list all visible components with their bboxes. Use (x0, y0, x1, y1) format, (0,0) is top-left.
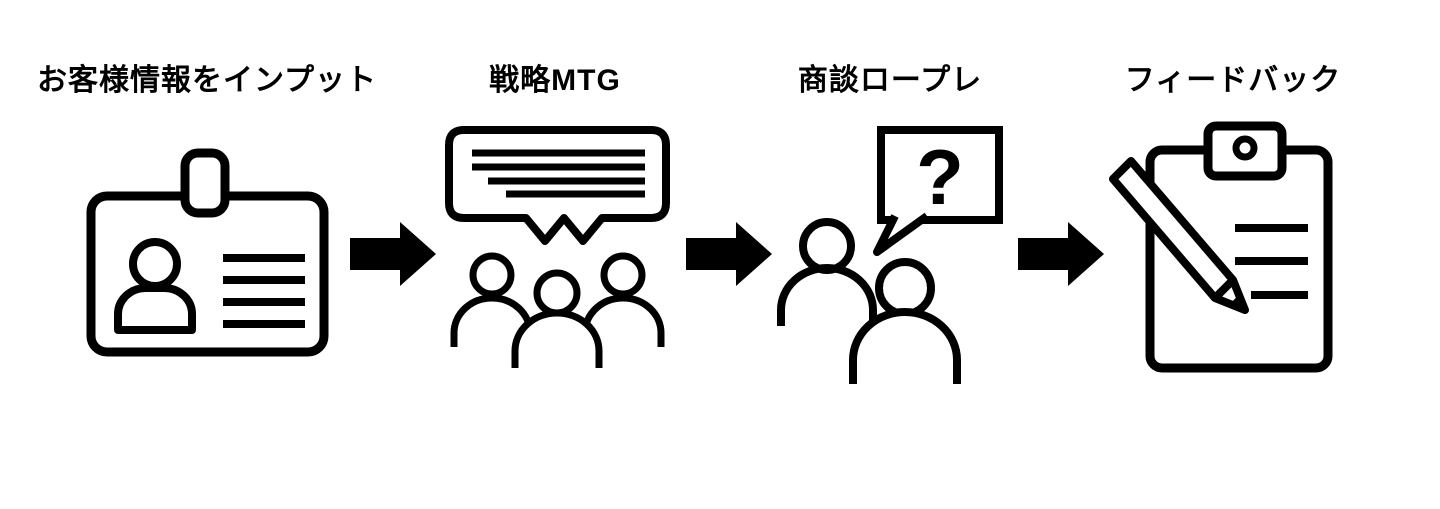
card-text-lines (223, 254, 305, 328)
step-title-customer-input: お客様情報をインプット (36, 64, 378, 97)
arrow-right-icon (350, 222, 436, 286)
step-title-feedback: フィードバック (1124, 64, 1342, 97)
id-card (86, 148, 329, 357)
pencil-icon (1109, 157, 1249, 314)
clipboard (1109, 121, 1333, 373)
bubble-text-lines (472, 149, 645, 198)
person-silhouette (114, 238, 196, 334)
question-mark: ? (916, 133, 964, 221)
arrow-right-icon (686, 222, 772, 286)
step-title-roleplay: 商談ロープレ (797, 64, 983, 97)
arrow-right-icon (1018, 222, 1104, 286)
group-of-people (450, 252, 665, 368)
card-clip (180, 148, 230, 218)
step-title-strategy-mtg: 戦略MTG (489, 64, 621, 97)
strategy-meeting-icon (445, 126, 670, 368)
customer-id-card-icon (86, 148, 329, 357)
feedback-clipboard-icon (1109, 121, 1333, 373)
two-people (777, 218, 961, 384)
speech-bubble (445, 126, 670, 245)
clipboard-text-lines (1235, 224, 1308, 299)
roleplay-question-icon: ? (777, 126, 1003, 384)
question-speech-bubble: ? (873, 126, 1003, 256)
bubble-tail (873, 212, 930, 256)
